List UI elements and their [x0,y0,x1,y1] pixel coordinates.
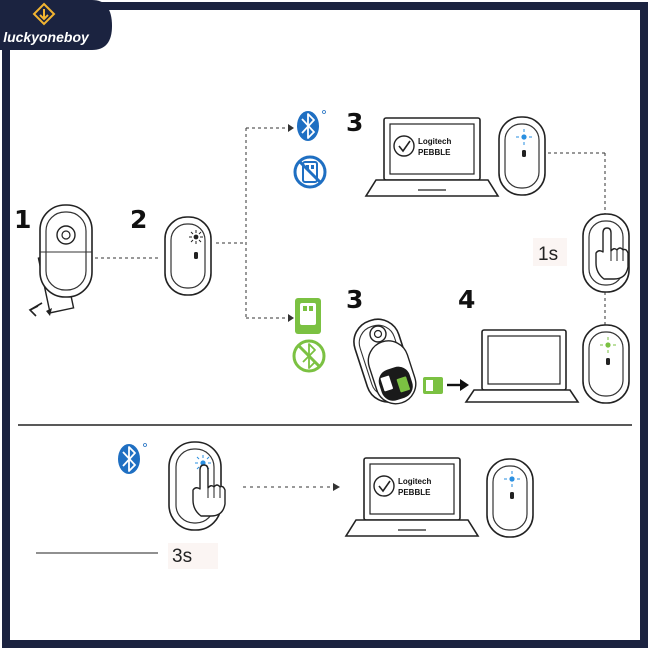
no-usb-icon [293,155,327,189]
arrowhead-receiver-branch [288,314,294,322]
mouse-hold-button [168,441,226,531]
arrowhead-bluetooth-branch [288,124,294,132]
step-number-3-bluetooth: 3 [346,108,363,137]
hold-time-lower: 3s [172,546,192,567]
step-number-3-receiver: 3 [346,285,363,314]
scroll-wheel [56,225,76,245]
checkmark-icon [393,135,415,157]
switch-connectors [548,152,606,325]
bluetooth-icon [118,443,147,474]
laptop-screen-brand: Logitech [398,477,431,486]
mouse-step2 [164,216,212,296]
laptop-receiver [464,329,580,403]
checkmark-icon [373,475,395,497]
receiver-plug-in [423,377,469,394]
laptop-repair: Logitech PEBBLE [345,457,479,537]
step-number-2: 2 [130,205,147,234]
watermark-logo-icon [32,2,56,26]
mouse-repaired [486,458,534,538]
no-bluetooth-icon [292,339,326,373]
watermark-text: luckyoneboy [3,29,90,45]
usb-receiver-icon [295,298,321,334]
hold-time-lower-bg [168,543,218,569]
branch-connectors [216,127,288,319]
step-number-4: 4 [458,285,475,314]
watermark-badge: luckyoneboy [0,0,112,50]
led-light-icon [504,471,520,487]
mouse-step1 [28,204,93,317]
mouse-paired-receiver [582,324,630,404]
laptop-screen-model: PEBBLE [418,148,451,157]
pointing-hand-icon [595,227,629,280]
mouse-paired-bluetooth [498,116,546,196]
bluetooth-icon [297,110,326,141]
laptop-bluetooth: Logitech PEBBLE [365,117,499,197]
hold-time-upper: 1s [538,244,558,265]
pull-tab-arrow-icon [46,308,52,316]
arrowhead-to-laptop [333,483,340,491]
pointing-hand-icon [192,464,226,517]
led-light-icon [516,129,532,145]
hold-time-upper-bg [533,238,567,266]
laptop-screen-model: PEBBLE [398,488,431,497]
sensor-dot [194,252,198,259]
mouse-press-button [582,213,630,293]
mouse-receiver-storage [353,318,417,405]
led-light-icon [600,337,616,353]
led-light-icon [189,230,203,244]
step-number-1: 1 [14,205,31,234]
laptop-screen-brand: Logitech [418,137,451,146]
